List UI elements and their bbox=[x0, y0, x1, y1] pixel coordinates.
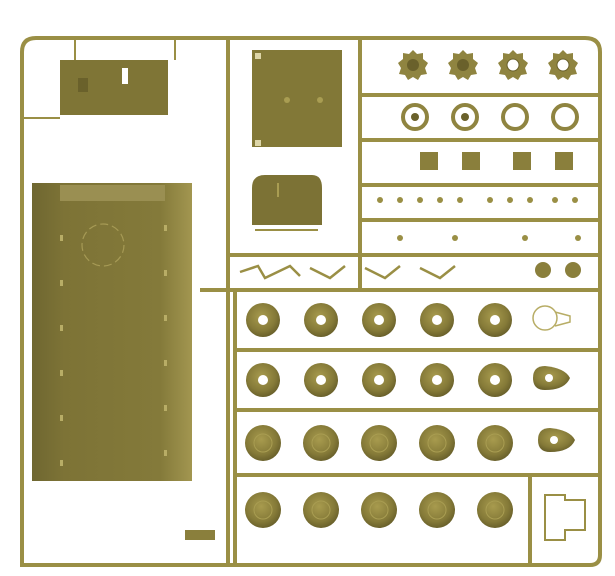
hatch-rounded bbox=[252, 175, 322, 231]
teardrop-parts bbox=[532, 305, 575, 452]
runner-frame bbox=[20, 36, 602, 567]
idler-wheels bbox=[401, 103, 579, 131]
road-wheels-holed bbox=[246, 303, 512, 397]
hull-floor bbox=[32, 183, 192, 481]
v-shaped-parts bbox=[239, 264, 456, 280]
hatch-square bbox=[252, 50, 342, 147]
road-wheels-solid bbox=[245, 425, 513, 528]
small-frame bbox=[544, 494, 586, 541]
part-tag bbox=[185, 530, 215, 540]
small-brackets bbox=[420, 152, 573, 170]
hull-panel-top-left bbox=[60, 60, 168, 115]
round-discs bbox=[535, 262, 581, 278]
drive-sprockets bbox=[398, 50, 578, 80]
